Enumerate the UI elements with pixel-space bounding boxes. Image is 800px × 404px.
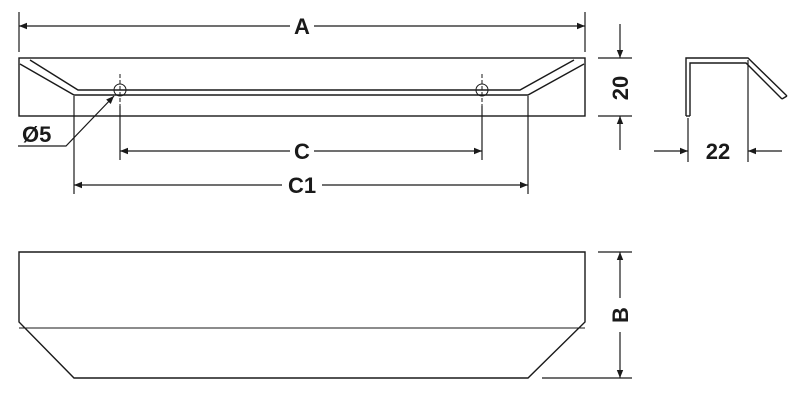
dimension-depth-label: 22: [706, 139, 730, 164]
dimension-a-label: A: [294, 14, 310, 39]
side-profile-view: [685, 57, 788, 117]
top-view-inner-edge-2: [19, 63, 585, 96]
front-view-outline: [18, 251, 586, 379]
top-view-outline: [18, 57, 586, 117]
dimension-a: [18, 12, 586, 52]
top-view: [18, 57, 586, 117]
mounting-hole-left: [104, 74, 136, 106]
mounting-hole-right: [466, 74, 498, 106]
dimension-c-label: C: [294, 139, 310, 164]
profile-inner: [689, 62, 783, 116]
dimension-c1: [73, 96, 529, 194]
dimension-hole-diameter: [18, 95, 115, 147]
dimension-height: [598, 24, 632, 150]
profile-outer: [685, 57, 788, 116]
dimension-height-label: 20: [608, 76, 633, 100]
dimension-c1-label: C1: [288, 173, 316, 198]
dimension-hole-diameter-label: Ø5: [22, 122, 51, 147]
top-view-inner-edge: [29, 59, 575, 91]
dimension-depth: [654, 60, 782, 162]
dimension-b: [542, 251, 632, 379]
dimension-c: [119, 106, 483, 160]
dimension-b-label: B: [608, 307, 633, 323]
front-view: [18, 251, 586, 379]
